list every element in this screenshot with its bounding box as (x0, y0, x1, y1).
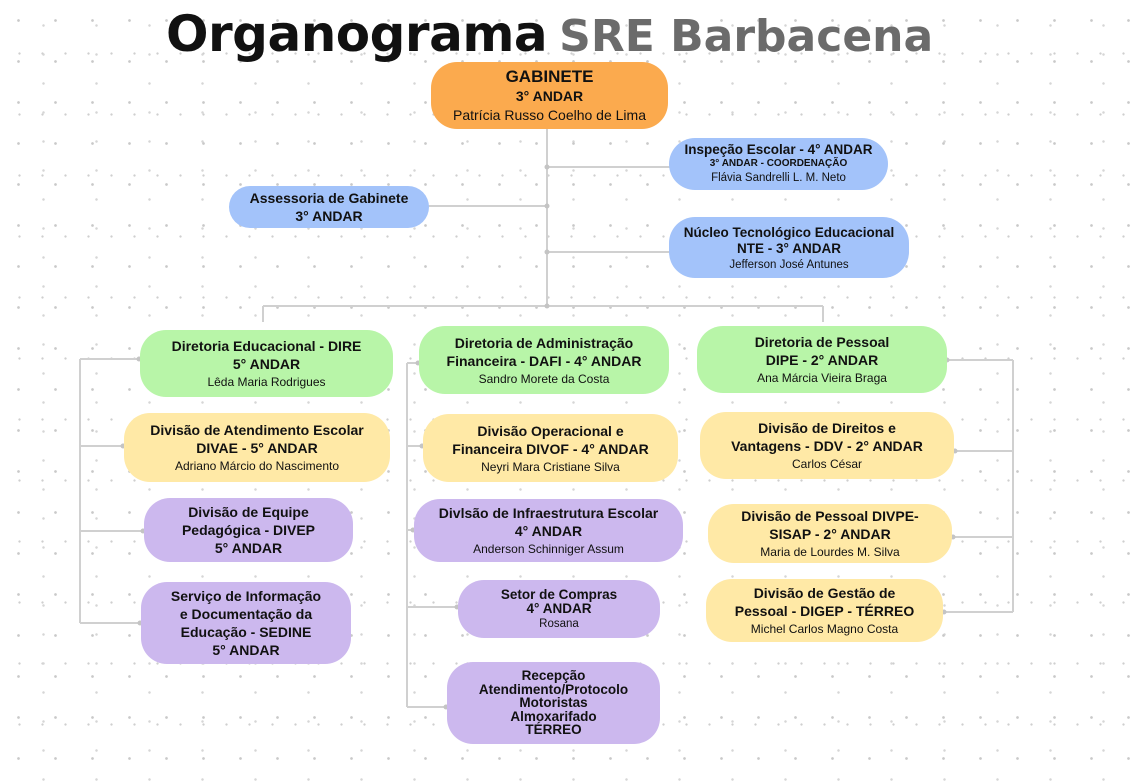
node-title: Recepção Atendimento/Protocolo Motorista… (478, 668, 629, 738)
node-recepcao[interactable]: Recepção Atendimento/Protocolo Motorista… (447, 662, 660, 744)
node-sedine[interactable]: Serviço de Informação e Documentação da … (141, 582, 351, 664)
node-person: Michel Carlos Magno Costa (750, 622, 899, 636)
node-inspecao-escolar[interactable]: Inspeção Escolar - 4° ANDAR 3° ANDAR - C… (669, 138, 888, 190)
node-person: Maria de Lourdes M. Silva (760, 545, 900, 559)
node-divae[interactable]: Divisão de Atendimento Escolar DIVAE - 5… (124, 413, 390, 482)
node-nte[interactable]: Núcleo Tecnológico Educacional NTE - 3° … (669, 217, 909, 278)
node-floor: 3° ANDAR (295, 208, 363, 224)
node-subtitle: 3° ANDAR - COORDENAÇÃO (709, 158, 848, 169)
node-title: Inspeção Escolar - 4° ANDAR (684, 142, 873, 157)
node-floor: 5° ANDAR (232, 356, 301, 372)
node-person: Neyri Mara Cristiane Silva (481, 459, 620, 474)
node-title: Divisão Operacional e Financeira DIVOF -… (452, 422, 649, 457)
node-person: Rosana (539, 617, 579, 630)
node-person: Flávia Sandrelli L. M. Neto (711, 172, 846, 184)
node-dipe[interactable]: Diretoria de Pessoal DIPE - 2° ANDAR Ana… (697, 326, 947, 393)
node-infraestrutura[interactable]: Divlsão de Infraestrutura Escolar 4° AND… (414, 499, 683, 562)
node-person: Anderson Schinniger Assum (473, 542, 624, 556)
node-digep[interactable]: Divisão de Gestão de Pessoal - DIGEP - T… (706, 579, 943, 642)
connector-dot (544, 249, 550, 255)
node-dire[interactable]: Diretoria Educacional - DIRE 5° ANDAR Lê… (140, 330, 393, 397)
node-floor: 5° ANDAR (212, 642, 280, 658)
node-title: Serviço de Informação e Documentação da … (170, 588, 322, 640)
node-person: Sandro Morete da Costa (478, 371, 610, 386)
connector-dot (544, 164, 550, 170)
node-divpe-sisap[interactable]: Divisão de Pessoal DIVPE- SISAP - 2° AND… (708, 504, 952, 563)
node-title: Divisão de Gestão de Pessoal - DIGEP - T… (734, 585, 915, 619)
node-person: Adriano Márcio do Nascimento (174, 459, 340, 473)
node-dafi[interactable]: Diretoria de Administração Financeira - … (419, 326, 669, 394)
node-title: Diretoria de Pessoal (754, 334, 890, 350)
node-title: Assessoria de Gabinete (249, 190, 409, 206)
connector-dot (544, 203, 550, 209)
node-floor: DIVAE - 5° ANDAR (196, 440, 318, 456)
node-person: Patrícia Russo Coelho de Lima (453, 107, 646, 123)
node-person: Ana Márcia Vieira Braga (757, 371, 887, 385)
node-floor: 5° ANDAR (214, 540, 283, 556)
node-title: Setor de Compras (500, 586, 618, 602)
title-subtitle: SRE Barbacena (559, 11, 934, 62)
node-title: Divlsão de Infraestrutura Escolar (438, 505, 659, 521)
node-divep[interactable]: Divisão de Equipe Pedagógica - DIVEP 5° … (144, 498, 353, 562)
node-title: Diretoria Educacional - DIRE (171, 338, 362, 354)
node-ddv[interactable]: Divisão de Direitos e Vantagens - DDV - … (700, 412, 954, 479)
node-floor: 3° ANDAR (515, 88, 584, 104)
node-title: Núcleo Tecnológico Educacional (683, 224, 895, 240)
title-main: Organograma (166, 5, 548, 63)
node-title: Divisão de Pessoal DIVPE- SISAP - 2° AND… (741, 508, 919, 542)
node-person: Lêda Maria Rodrigues (207, 375, 326, 389)
node-person: Carlos César (791, 457, 863, 471)
node-setor-compras[interactable]: Setor de Compras 4° ANDAR Rosana (458, 580, 660, 638)
node-title: Divisão de Direitos e Vantagens - DDV - … (731, 420, 923, 454)
node-floor: 4° ANDAR (526, 600, 592, 616)
node-floor: NTE - 3° ANDAR (737, 240, 841, 256)
node-person: Jefferson José Antunes (729, 258, 849, 271)
node-assessoria-gabinete[interactable]: Assessoria de Gabinete 3° ANDAR (229, 186, 429, 228)
node-floor: DIPE - 2° ANDAR (765, 352, 879, 368)
node-floor: 4° ANDAR (514, 523, 583, 539)
node-title: Divisão de Equipe Pedagógica - DIVEP (181, 504, 316, 538)
node-title: GABINETE (505, 67, 594, 86)
connector-dot (544, 303, 550, 309)
node-title: Divisão de Atendimento Escolar (150, 422, 364, 438)
node-gabinete[interactable]: GABINETE 3° ANDAR Patrícia Russo Coelho … (431, 62, 668, 129)
node-divof[interactable]: Divisão Operacional e Financeira DIVOF -… (423, 414, 678, 482)
node-title: Diretoria de Administração Financeira - … (446, 334, 642, 369)
